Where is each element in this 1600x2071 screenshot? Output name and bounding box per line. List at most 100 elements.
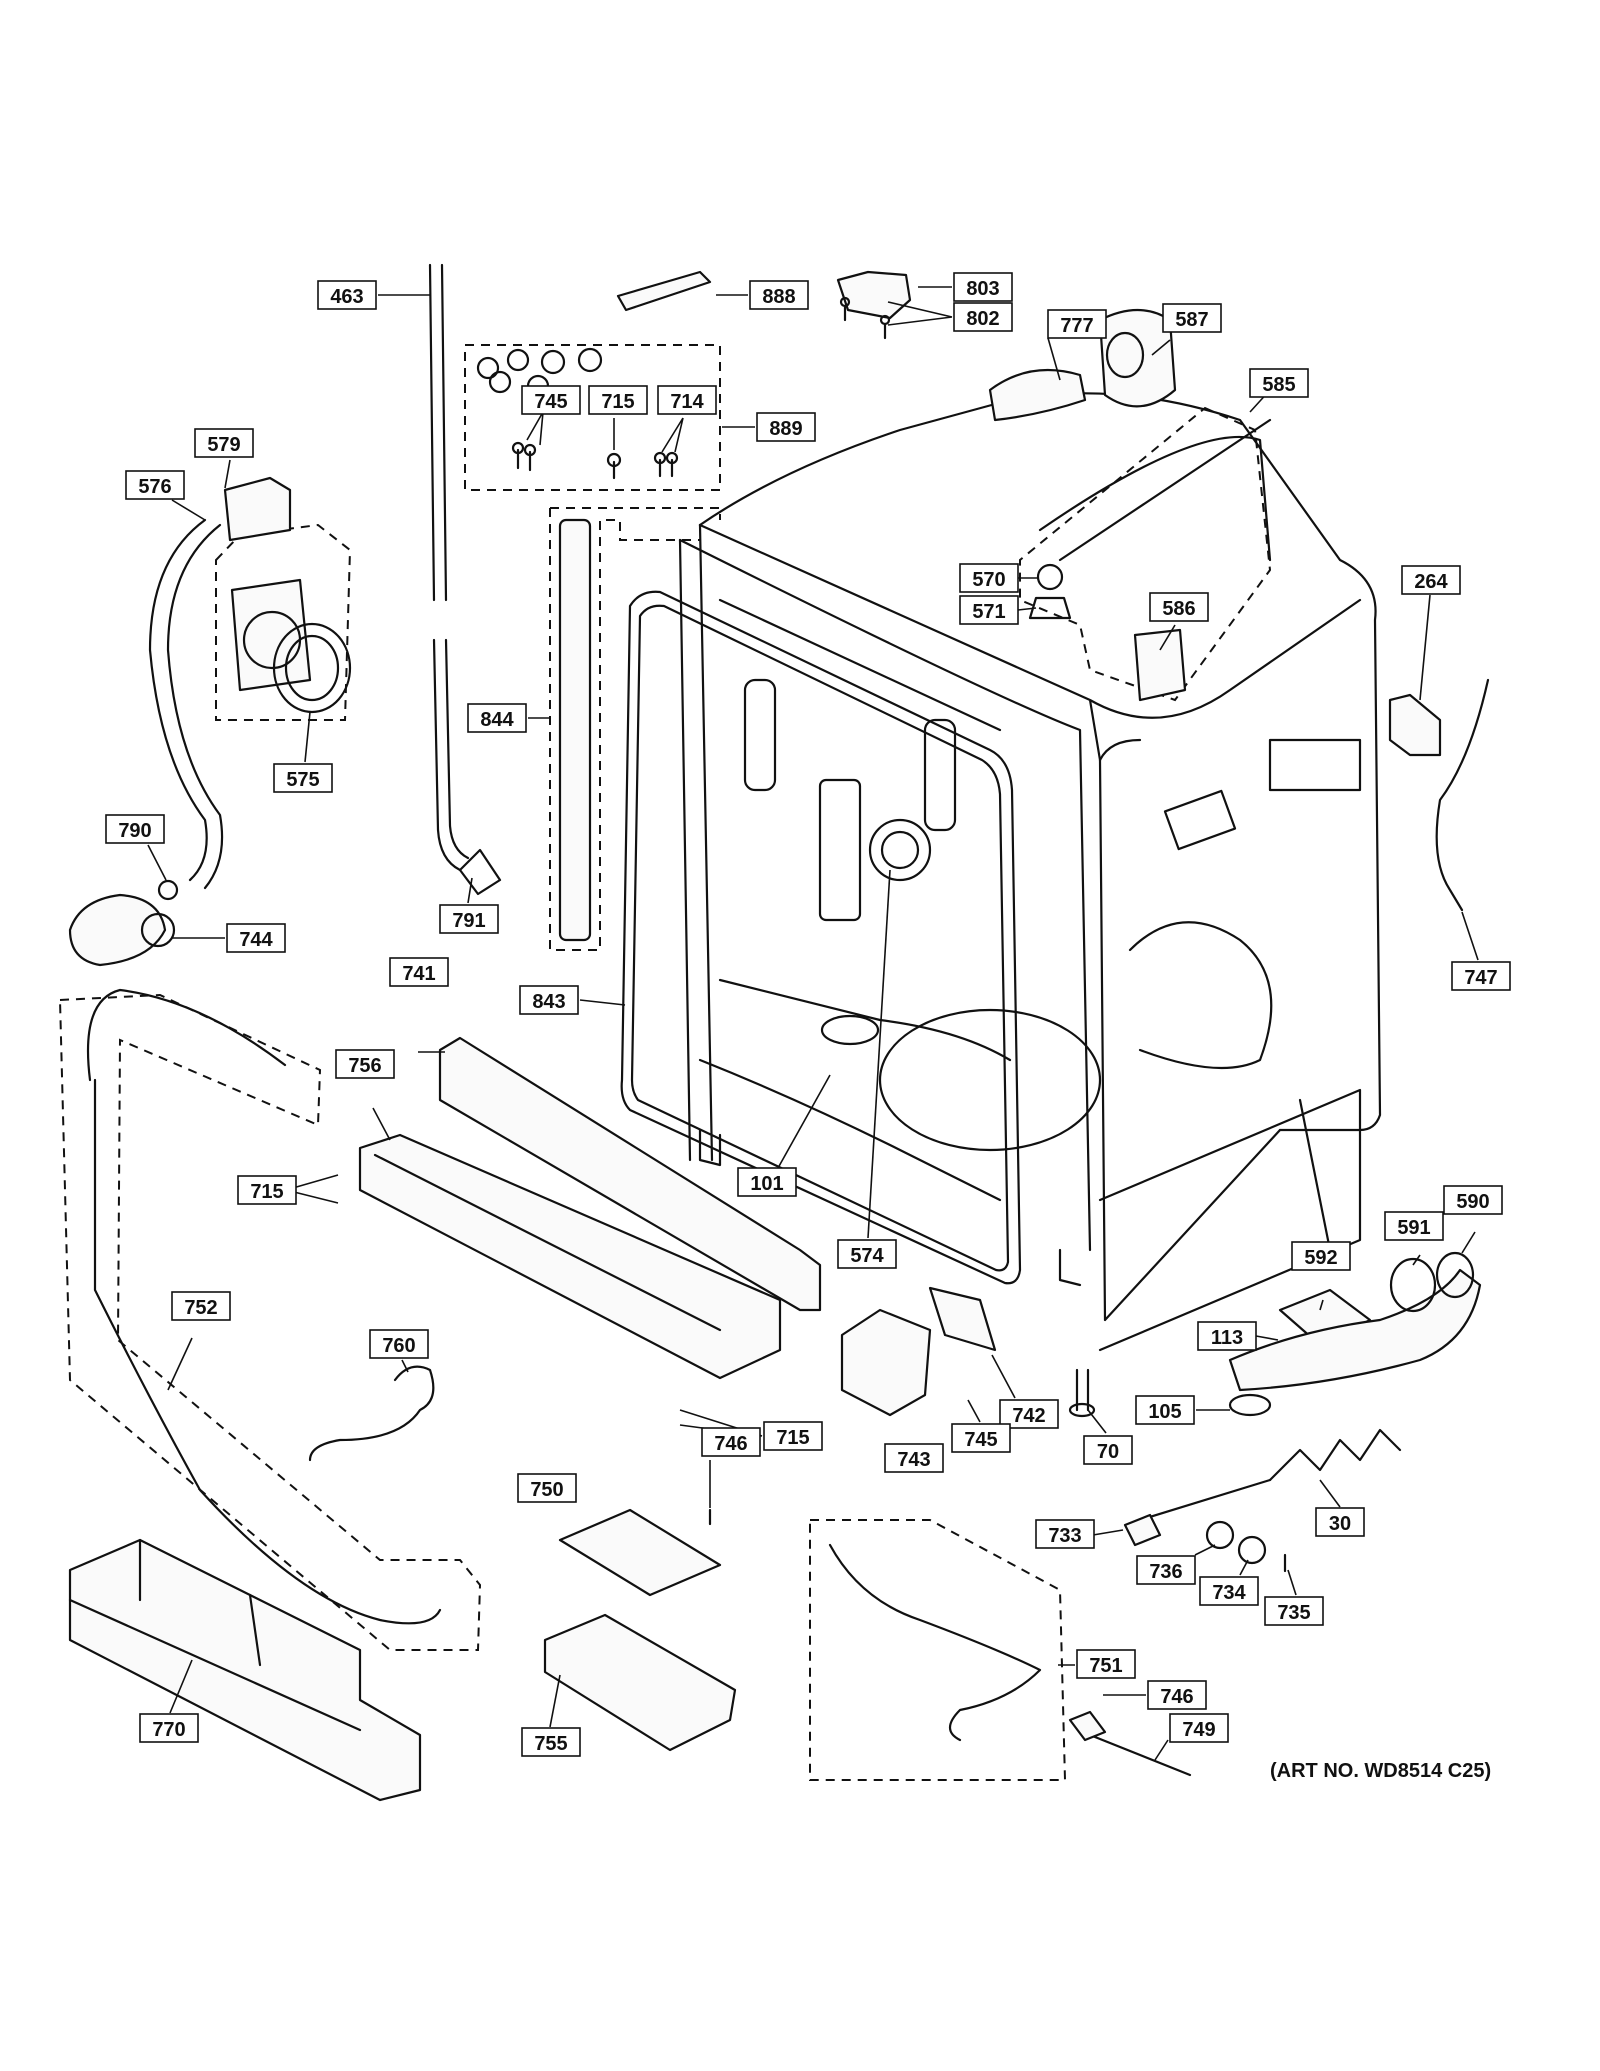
callout-803: 803 [953,272,1013,302]
callout-30: 30 [1315,1507,1365,1537]
callout-574: 574 [837,1239,897,1269]
callout-741: 741 [389,957,449,987]
group-752-outline [58,993,482,1651]
callout-715-top: 715 [588,385,648,415]
tub-assembly [620,392,1382,1352]
callout-747: 747 [1451,961,1511,991]
group-889-outline [464,344,721,491]
svg-text:802: 802 [966,308,999,330]
pump-744 [68,893,167,967]
callout-571: 571 [959,595,1019,625]
svg-text:733: 733 [1048,1525,1081,1547]
latch-803 [836,270,912,320]
svg-text:803: 803 [966,278,999,300]
switch-264 [1388,693,1442,757]
svg-text:576: 576 [138,476,171,498]
svg-text:575: 575 [286,769,319,791]
callout-744: 744 [226,923,286,953]
valve-586 [1133,628,1187,702]
callout-791: 791 [439,904,499,934]
callout-746-bottom: 746 [1147,1680,1207,1710]
sensor-760 [308,1365,435,1462]
duct-777 [988,368,1087,422]
callout-585: 585 [1249,368,1309,398]
svg-text:745: 745 [964,1429,997,1451]
svg-text:570: 570 [972,569,1005,591]
svg-text:591: 591 [1397,1217,1430,1239]
callout-101: 101 [737,1167,797,1197]
callout-745-bottom: 745 [951,1423,1011,1453]
svg-text:590: 590 [1456,1191,1489,1213]
svg-text:755: 755 [534,1733,567,1755]
callout-733: 733 [1035,1519,1095,1549]
callout-463: 463 [317,280,377,310]
svg-text:741: 741 [402,963,435,985]
svg-text:742: 742 [1012,1405,1045,1427]
svg-text:791: 791 [452,910,485,932]
svg-text:770: 770 [152,1719,185,1741]
box-743 [840,1308,932,1417]
svg-text:715: 715 [776,1427,809,1449]
callout-751: 751 [1076,1649,1136,1679]
svg-text:750: 750 [530,1479,563,1501]
svg-text:746: 746 [714,1433,747,1455]
callout-760: 760 [369,1329,429,1359]
callout-777: 777 [1047,309,1107,339]
svg-text:889: 889 [769,418,802,440]
callout-749: 749 [1169,1713,1229,1743]
callout-802: 802 [953,302,1013,332]
callout-113: 113 [1197,1321,1257,1351]
svg-text:751: 751 [1089,1655,1122,1677]
svg-text:585: 585 [1262,374,1295,396]
svg-text:756: 756 [348,1055,381,1077]
callout-752: 752 [171,1291,231,1321]
callout-746-top: 746 [701,1427,761,1457]
svg-text:747: 747 [1464,967,1497,989]
svg-text:777: 777 [1060,315,1093,337]
svg-text:714: 714 [670,391,704,413]
packaging-770 [68,1538,422,1802]
svg-text:734: 734 [1212,1582,1246,1604]
callout-575: 575 [273,763,333,793]
svg-text:715: 715 [250,1181,283,1203]
svg-text:101: 101 [750,1173,783,1195]
toe-kick-756 [358,1133,782,1380]
svg-text:587: 587 [1175,309,1208,331]
callout-105: 105 [1135,1395,1195,1425]
callout-70: 70 [1083,1435,1133,1465]
svg-text:844: 844 [480,709,514,731]
svg-text:736: 736 [1149,1561,1182,1583]
callout-745-top: 745 [521,385,581,415]
callout-591: 591 [1384,1211,1444,1241]
callout-labels: 463 888 803 802 777 587 585 889 745 715 … [105,272,1511,1757]
callout-743: 743 [884,1443,944,1473]
callout-844: 844 [467,703,527,733]
svg-text:592: 592 [1304,1247,1337,1269]
sensor-749 [1088,1733,1192,1777]
wire-747 [1435,678,1490,912]
art-number-note: (ART NO. WD8514 C25) [1270,1760,1492,1782]
svg-text:715: 715 [601,391,634,413]
svg-text:760: 760 [382,1335,415,1357]
svg-text:30: 30 [1329,1513,1351,1535]
leader-lines [147,286,1479,1761]
leg-70 [1075,1368,1090,1412]
svg-text:735: 735 [1277,1602,1310,1624]
callout-734: 734 [1199,1576,1259,1606]
svg-text:105: 105 [1148,1401,1181,1423]
callout-715-bottom: 715 [763,1421,823,1451]
svg-text:264: 264 [1414,571,1448,593]
callout-570: 570 [959,563,1019,593]
board-750 [558,1508,722,1597]
callout-735: 735 [1264,1596,1324,1626]
callout-770: 770 [139,1713,199,1743]
svg-text:752: 752 [184,1297,217,1319]
trim-741 [438,1036,822,1312]
svg-text:743: 743 [897,1449,930,1471]
bracket-888 [616,270,712,312]
group-844-outline [549,507,721,951]
callout-264: 264 [1401,565,1461,595]
svg-text:888: 888 [762,286,795,308]
callout-587: 587 [1162,303,1222,333]
